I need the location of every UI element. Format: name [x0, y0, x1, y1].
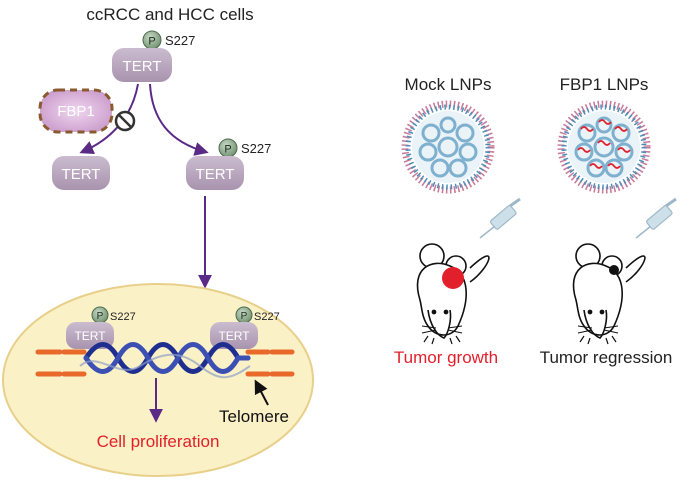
mouse-eye	[443, 309, 449, 315]
fbp1-box	[38, 88, 114, 134]
telomere-pointer-arrow	[254, 379, 269, 406]
tert-box	[186, 156, 244, 190]
tert-box	[112, 48, 172, 82]
lnp-fringe-2	[405, 104, 491, 190]
dna-helix	[79, 342, 251, 379]
telomere-caps	[35, 349, 295, 377]
lnp-vesicles	[574, 116, 634, 178]
mouse-feet	[579, 335, 617, 345]
dna-strand-a	[83, 342, 251, 374]
lnp-fringe	[557, 100, 651, 194]
syringe-icon	[635, 197, 677, 239]
mouse-feet	[423, 335, 461, 345]
mouse-tail	[625, 255, 646, 283]
mouse-tumor-regression	[572, 243, 646, 345]
mouse-eye	[431, 309, 437, 315]
tumor-growth-label: Tumor growth	[394, 348, 498, 367]
tert-label: TERT	[196, 166, 235, 183]
tumor-small	[609, 265, 619, 275]
mouse-tail	[469, 255, 490, 283]
telomere-label: Telomere	[219, 407, 289, 426]
dna-strand-shadow	[79, 353, 251, 379]
tert-unphosphorylated: TERT	[52, 156, 110, 190]
phospho-site-label: S227	[254, 311, 280, 323]
fbp1-lnps-label: FBP1 LNPs	[560, 75, 649, 94]
cell-proliferation-label: Cell proliferation	[97, 432, 220, 451]
tumor-large	[442, 267, 464, 289]
fbp1-label: FBP1	[57, 103, 95, 120]
mouse-eye	[587, 309, 593, 315]
syringe-icon	[479, 197, 521, 239]
mouse-whiskers	[421, 325, 463, 334]
tert-phosphorylated-top: P S227 TERT	[112, 30, 195, 82]
phospho-symbol: P	[224, 144, 231, 156]
fbp1-protein: FBP1	[38, 88, 114, 134]
tert-box	[52, 156, 110, 190]
arrow-to-right-tert	[149, 83, 209, 156]
phospho-symbol: P	[148, 36, 155, 48]
tumor-regression-label: Tumor regression	[540, 348, 673, 367]
lnp-fringe-2	[561, 104, 647, 190]
inhibition-icon	[114, 110, 136, 132]
phospho-symbol: P	[97, 311, 104, 322]
dna-strand-b	[83, 342, 251, 374]
phospho-site-label: S227	[165, 33, 195, 48]
lnp-fringe	[401, 100, 495, 194]
phospho-site-label: S227	[241, 141, 271, 156]
diagram-title: ccRCC and HCC cells	[86, 5, 253, 24]
tert-label: TERT	[74, 329, 106, 343]
phospho-site-label: S227	[110, 311, 136, 323]
mouse-whiskers	[577, 325, 619, 334]
tert-label: TERT	[123, 58, 162, 75]
mouse-tumor-growth	[416, 243, 490, 345]
mouse-face	[427, 309, 452, 339]
fbp1-cargo	[577, 119, 631, 169]
mouse-eye	[599, 309, 605, 315]
tert-phosphorylated-right: P S227 TERT	[186, 138, 271, 190]
phospho-symbol: P	[241, 311, 248, 322]
tert-label: TERT	[62, 166, 101, 183]
mouse-face	[583, 309, 608, 339]
tert-label: TERT	[218, 329, 250, 343]
fbp1-lnp-particle	[557, 100, 651, 194]
lnp-vesicles	[418, 116, 478, 178]
mock-lnp-particle	[401, 100, 495, 194]
mock-lnps-label: Mock LNPs	[405, 75, 492, 94]
